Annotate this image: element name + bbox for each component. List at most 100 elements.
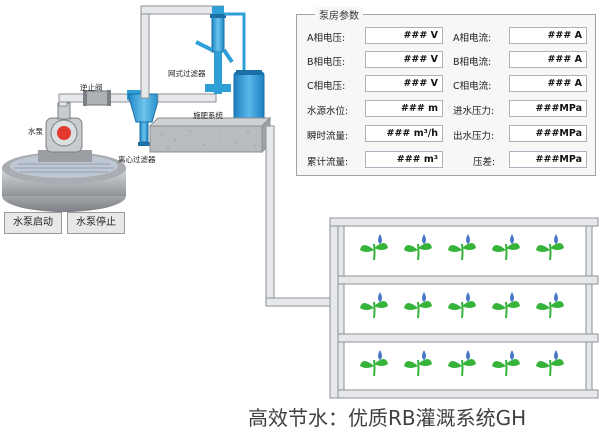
b-phase-current-value: ### A — [509, 51, 587, 68]
cumulative-flow-label: 累计流量: — [307, 157, 349, 168]
leaf-icon — [536, 303, 550, 310]
b-phase-current-label: B相电流: — [453, 57, 492, 68]
c-phase-voltage-label: C相电压: — [307, 81, 346, 92]
water-drop-icon — [510, 234, 514, 244]
field-pipes — [329, 217, 599, 399]
leaf-icon — [492, 361, 506, 368]
leaf-icon — [374, 359, 388, 366]
leaf-icon — [462, 243, 476, 250]
leaf-icon — [550, 301, 564, 308]
water-drop-icon — [466, 350, 470, 360]
plant-with-drip — [492, 292, 520, 319]
plant-with-drip — [536, 350, 564, 377]
centrifugal-filter-label: 离心过滤器 — [118, 155, 156, 164]
pump-room-parameters-panel: 泵房参数 A相电压: ### V A相电流: ### A B相电压: ### V… — [296, 7, 596, 176]
inlet-pressure-label: 进水压力: — [453, 106, 495, 117]
leaf-icon — [448, 361, 462, 368]
water-drop-icon — [554, 350, 558, 360]
leaf-icon — [404, 303, 418, 310]
plant-with-drip — [404, 292, 432, 319]
plant-with-drip — [536, 292, 564, 319]
water-drop-icon — [466, 234, 470, 244]
equipment-platform — [148, 116, 272, 154]
water-drop-icon — [554, 234, 558, 244]
leaf-icon — [536, 245, 550, 252]
leaf-icon — [360, 245, 374, 252]
leaf-icon — [506, 301, 520, 308]
water-drop-icon — [466, 292, 470, 302]
fertilizer-tank — [233, 70, 265, 123]
outlet-pressure-label: 出水压力: — [453, 131, 495, 142]
leaf-icon — [418, 243, 432, 250]
c-phase-current-value: ### A — [509, 75, 587, 92]
plant-with-drip — [404, 350, 432, 377]
water-drop-icon — [554, 292, 558, 302]
leaf-icon — [448, 303, 462, 310]
leaf-icon — [360, 303, 374, 310]
leaf-icon — [550, 243, 564, 250]
leaf-icon — [448, 245, 462, 252]
pump-stop-button[interactable]: 水泵停止 — [67, 212, 125, 234]
watermark-caption: 高效节水：优质RB灌溉系统GH — [248, 406, 527, 430]
outlet-pressure-value: ###MPa — [509, 125, 587, 142]
plant-with-drip — [360, 234, 388, 261]
check-valve-label: 逆止阀 — [80, 83, 103, 92]
instant-flow-value: ### m³/h — [365, 125, 443, 142]
leaf-icon — [492, 245, 506, 252]
source-water-level-label: 水源水位: — [307, 106, 349, 117]
water-drop-icon — [510, 350, 514, 360]
screen-filter-label: 网式过滤器 — [168, 69, 206, 78]
plant-with-drip — [492, 234, 520, 261]
a-phase-current-label: A相电流: — [453, 33, 492, 44]
water-pump — [38, 102, 92, 162]
fertilizer-feed-pipe — [224, 12, 246, 74]
water-drop-icon — [378, 350, 382, 360]
plant-with-drip — [448, 234, 476, 261]
plant-with-drip — [536, 234, 564, 261]
a-phase-voltage-label: A相电压: — [307, 33, 346, 44]
water-drop-icon — [378, 234, 382, 244]
leaf-icon — [462, 359, 476, 366]
plant-with-drip — [448, 292, 476, 319]
plant-with-drip — [404, 234, 432, 261]
plant-with-drip — [360, 350, 388, 377]
leaf-icon — [360, 361, 374, 368]
instant-flow-label: 瞬时流量: — [307, 131, 349, 142]
leaf-icon — [492, 303, 506, 310]
pump-label: 水泵 — [28, 127, 43, 136]
screen-filter — [195, 6, 234, 94]
leaf-icon — [418, 359, 432, 366]
water-drop-icon — [510, 292, 514, 302]
cumulative-flow-value: ### m³ — [365, 151, 443, 168]
leaf-icon — [374, 301, 388, 308]
leaf-icon — [506, 243, 520, 250]
pump-start-button[interactable]: 水泵启动 — [4, 212, 62, 234]
pressure-difference-label: 压差: — [473, 157, 496, 168]
water-drop-icon — [422, 292, 426, 302]
leaf-icon — [550, 359, 564, 366]
leaf-icon — [506, 359, 520, 366]
a-phase-current-value: ### A — [509, 27, 587, 44]
plant-rows — [360, 234, 564, 377]
leaf-icon — [462, 301, 476, 308]
check-valve — [83, 90, 111, 106]
water-drop-icon — [378, 292, 382, 302]
plant-with-drip — [492, 350, 520, 377]
source-water-level-value: ### m — [365, 100, 443, 117]
b-phase-voltage-label: B相电压: — [307, 57, 346, 68]
leaf-icon — [404, 361, 418, 368]
plant-with-drip — [448, 350, 476, 377]
plant-with-drip — [360, 292, 388, 319]
a-phase-voltage-value: ### V — [365, 27, 443, 44]
leaf-icon — [404, 245, 418, 252]
fertilizer-system-label: 施肥系统 — [193, 111, 223, 120]
b-phase-voltage-value: ### V — [365, 51, 443, 68]
c-phase-current-label: C相电流: — [453, 81, 492, 92]
leaf-icon — [418, 301, 432, 308]
water-drop-icon — [422, 350, 426, 360]
water-tank — [2, 152, 126, 212]
inlet-pressure-value: ###MPa — [509, 100, 587, 117]
c-phase-voltage-value: ### V — [365, 75, 443, 92]
